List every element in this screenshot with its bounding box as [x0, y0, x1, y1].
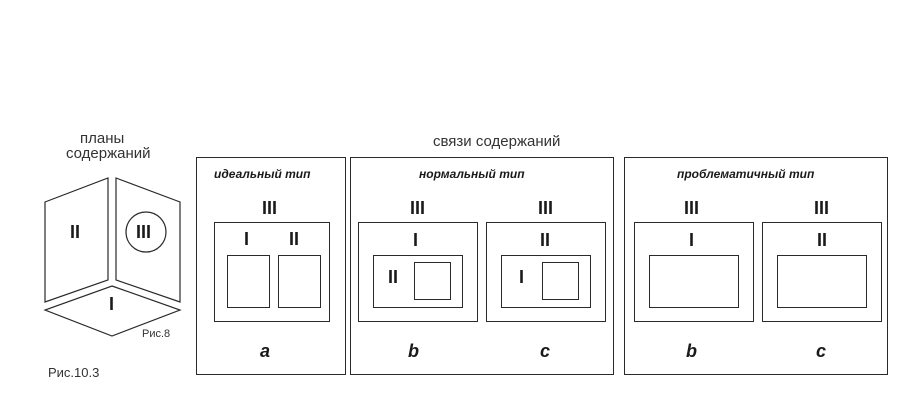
normal-b-outer-label-iii: III: [410, 198, 426, 218]
problem-letter-c: c: [816, 341, 827, 361]
problem-c-inner-label-ii: II: [817, 230, 828, 250]
problem-b-inner-label-i: I: [689, 230, 695, 250]
cube-face-right: [115, 177, 181, 303]
panel-normal-title: нормальный тип: [419, 167, 525, 181]
normal-letter-c: c: [540, 341, 551, 361]
normal-c-nested-label-i: I: [519, 267, 525, 287]
figure-label-main: Рис.10.3: [48, 365, 100, 380]
cube-face-bottom: [43, 285, 182, 337]
ideal-box-ii: [278, 255, 321, 308]
ideal-label-ii: II: [289, 229, 300, 249]
problem-c-outer-label-iii: III: [814, 198, 830, 218]
planes-heading-line1: планы: [80, 130, 125, 147]
problem-b-inner-box: [649, 255, 739, 308]
ideal-letter-a: a: [260, 341, 271, 361]
normal-b-nested-label-ii: II: [388, 267, 399, 287]
panel-ideal-title: идеальный тип: [214, 167, 311, 181]
cube-label-i: I: [109, 294, 115, 314]
problem-b-outer-box: [634, 222, 754, 322]
normal-b-outer-box: [358, 222, 478, 322]
panel-ideal-type: [196, 157, 346, 375]
normal-letter-b: b: [408, 341, 419, 361]
cube-label-iii: III: [136, 222, 152, 242]
normal-c-inner-box: [501, 255, 591, 308]
content-links-heading: связи содержаний: [433, 133, 561, 150]
normal-b-inner-label-i: I: [413, 230, 419, 250]
ideal-box-i: [227, 255, 270, 308]
panel-problematic-type: [624, 157, 888, 375]
normal-c-nested-box: [542, 262, 579, 300]
planes-heading-line2: содержаний: [66, 145, 151, 162]
planes-cube-diagram: [43, 177, 182, 337]
normal-c-outer-box: [486, 222, 606, 322]
normal-c-outer-label-iii: III: [538, 198, 554, 218]
cube-face-left: [44, 177, 109, 303]
figure-label-small: Рис.8: [142, 328, 171, 340]
cube-face-right-circle: [125, 211, 167, 253]
panel-normal-type: [350, 157, 614, 375]
panel-problematic-title: проблематичный тип: [677, 167, 815, 181]
problem-c-outer-box: [762, 222, 882, 322]
problem-letter-b: b: [686, 341, 697, 361]
problem-c-inner-box: [777, 255, 867, 308]
normal-b-inner-box: [373, 255, 463, 308]
ideal-outer-label-iii: III: [262, 198, 278, 218]
normal-b-nested-box: [414, 262, 451, 300]
normal-c-inner-label-ii: II: [540, 230, 551, 250]
cube-label-ii: II: [70, 222, 81, 242]
problem-b-outer-label-iii: III: [684, 198, 700, 218]
ideal-label-i: I: [244, 229, 250, 249]
ideal-outer-box: [214, 222, 330, 322]
